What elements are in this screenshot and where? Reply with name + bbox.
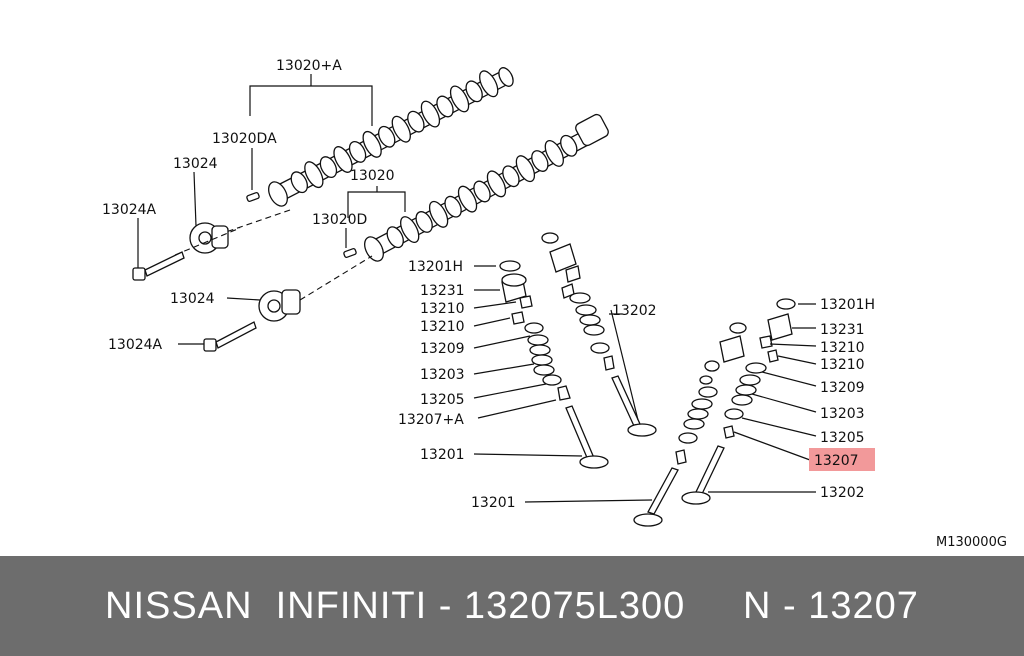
label-right-lifter: 13231 bbox=[820, 322, 865, 338]
label-right-spring: 13203 bbox=[820, 406, 865, 422]
parts-diagram: 13020+A 13020DA 13024 13024A 13020 13020… bbox=[102, 58, 1007, 550]
cam-lobe bbox=[531, 150, 549, 172]
cam-lobe bbox=[479, 70, 499, 98]
label-bolt-lower: 13024A bbox=[108, 337, 163, 353]
cam-lobe bbox=[378, 125, 396, 148]
upper-dowel-pin bbox=[246, 192, 260, 202]
label-center-valve: 13202 bbox=[612, 303, 657, 319]
label-camshaft-da: 13020DA bbox=[212, 131, 277, 147]
diagram-code: M130000G bbox=[936, 535, 1007, 550]
cam-lobe bbox=[544, 139, 564, 167]
lower-sprocket bbox=[258, 289, 301, 322]
label-right-seat: 13205 bbox=[820, 430, 865, 446]
upper-camshaft bbox=[268, 67, 514, 207]
label-right-valve: 13202 bbox=[820, 485, 865, 501]
lower-camshaft bbox=[364, 113, 609, 262]
label-sprocket-lower: 13024 bbox=[170, 291, 215, 307]
cam-lobe bbox=[449, 85, 470, 113]
label-left-shim: 13201H bbox=[408, 259, 463, 275]
label-right-collet-b: 13210 bbox=[820, 357, 865, 373]
cam-lobe bbox=[420, 100, 441, 128]
cam-lobe bbox=[415, 211, 433, 233]
leader-lines bbox=[137, 74, 817, 503]
label-left-collet-a: 13210 bbox=[420, 301, 465, 317]
cam-lobe bbox=[502, 165, 520, 188]
cam-lobe bbox=[333, 146, 353, 173]
cam-lobe bbox=[290, 171, 308, 194]
label-camshaft-d: 13020D bbox=[312, 212, 367, 228]
cam-lobe bbox=[428, 200, 449, 228]
cam-lobe bbox=[444, 195, 462, 218]
cam-lobe bbox=[473, 180, 491, 203]
cam-lobe bbox=[391, 115, 411, 143]
left-valve-stack bbox=[499, 260, 609, 469]
footer-part-number: NISSAN INFINITI - 132075L300 N - 13207 bbox=[105, 584, 919, 627]
label-bottom-valve: 13201 bbox=[471, 495, 516, 511]
label-right-retainer: 13209 bbox=[820, 380, 865, 396]
cam-lobe bbox=[348, 141, 367, 163]
label-left-retainer: 13209 bbox=[420, 341, 465, 357]
highlight-box bbox=[809, 448, 875, 471]
cam-lobe bbox=[407, 110, 425, 133]
cam-lobe bbox=[457, 185, 478, 213]
cam-lobe bbox=[486, 170, 507, 198]
cam-lobe bbox=[515, 155, 536, 183]
part-labels: 13020+A 13020DA 13024 13024A 13020 13020… bbox=[102, 58, 1007, 550]
label-left-seal: 13207+A bbox=[398, 412, 464, 428]
exploded-view-svg: 13020+A 13020DA 13024 13024A 13020 13020… bbox=[102, 58, 1007, 550]
label-sprocket-upper: 13024 bbox=[173, 156, 218, 172]
cam-lobe bbox=[465, 80, 483, 103]
upper-sprocket bbox=[189, 222, 229, 254]
cam-lobe bbox=[319, 156, 338, 178]
label-left-valve: 13201 bbox=[420, 447, 465, 463]
label-left-lifter: 13231 bbox=[420, 283, 465, 299]
cam-lobe bbox=[400, 216, 420, 244]
cam-lobe bbox=[362, 130, 382, 158]
label-right-collet-a: 13210 bbox=[820, 340, 865, 356]
label-camshaft-assy: 13020+A bbox=[276, 58, 342, 74]
cam-lobe bbox=[304, 161, 324, 189]
lower-dowel-pin bbox=[343, 248, 357, 258]
label-bolt-upper: 13024A bbox=[102, 202, 157, 218]
right-valve-stack bbox=[681, 298, 796, 505]
upper-bolt bbox=[132, 251, 185, 281]
footer-bar: NISSAN INFINITI - 132075L300 N - 13207 bbox=[0, 556, 1024, 656]
lower-bolt bbox=[203, 321, 257, 352]
label-left-seat: 13205 bbox=[420, 392, 465, 408]
cam-lobe bbox=[436, 95, 454, 118]
cam-lobe bbox=[386, 226, 404, 249]
lower-middle-valve-stack bbox=[633, 322, 747, 527]
cam-lobe bbox=[560, 134, 578, 157]
label-left-spring: 13203 bbox=[420, 367, 465, 383]
center-valve-stack bbox=[541, 232, 657, 437]
label-camshaft: 13020 bbox=[350, 168, 395, 184]
label-right-seal: 13207 bbox=[814, 453, 859, 469]
label-left-collet-b: 13210 bbox=[420, 319, 465, 335]
label-right-shim: 13201H bbox=[820, 297, 875, 313]
